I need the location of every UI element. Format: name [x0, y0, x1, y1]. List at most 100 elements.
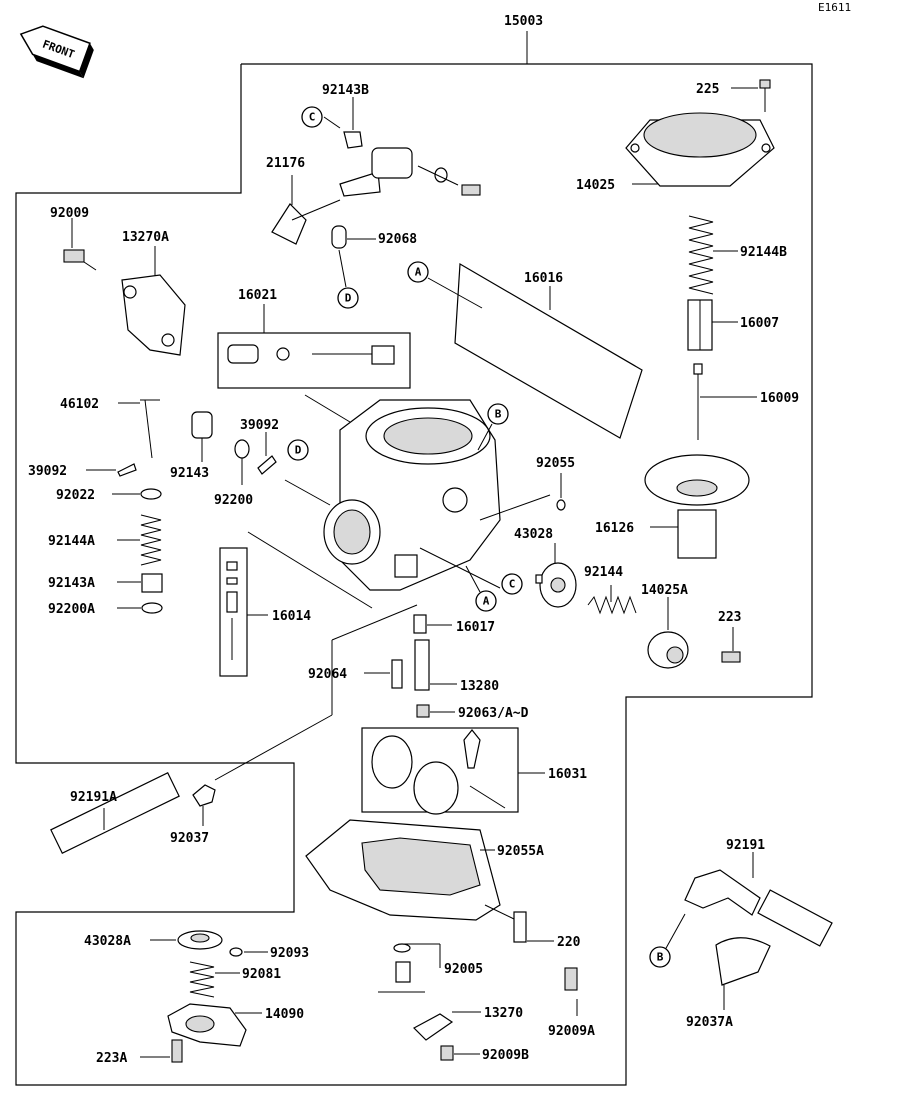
callout-c-body: C	[501, 573, 523, 595]
spring-92144A	[117, 514, 162, 566]
hose-92191	[684, 852, 833, 947]
part-label-16009: 16009	[760, 391, 799, 406]
bracket-13270A	[121, 246, 186, 356]
front-arrow-icon: FRONT	[19, 25, 94, 79]
part-label-92191A: 92191A	[70, 790, 117, 805]
kit-box-16014	[219, 547, 248, 677]
part-label-92009B: 92009B	[482, 1048, 529, 1063]
washer-92200A	[117, 602, 163, 614]
leader-kit-connector	[331, 604, 418, 641]
part-label-39092-right: 39092	[240, 418, 279, 433]
part-label-13270A: 13270A	[122, 230, 169, 245]
jet-needle-16009	[693, 363, 757, 440]
part-label-39092-left: 39092	[28, 464, 67, 479]
callout-d-body: D	[287, 439, 309, 461]
part-label-14090: 14090	[265, 1007, 304, 1022]
part-label-16014: 16014	[272, 609, 311, 624]
svg-text:B: B	[657, 951, 664, 964]
plunger-21176	[271, 175, 341, 245]
screw-92009	[63, 218, 97, 271]
part-label-16021: 16021	[238, 288, 277, 303]
part-label-92009: 92009	[50, 206, 89, 221]
diagram-code: E1611	[818, 1, 851, 14]
part-label-92144: 92144	[584, 565, 623, 580]
svg-text:D: D	[295, 444, 302, 457]
svg-text:C: C	[509, 578, 516, 591]
part-label-92009A: 92009A	[548, 1024, 595, 1039]
rod-46102	[118, 399, 160, 459]
carburetor-body	[247, 394, 551, 609]
part-label-16017: 16017	[456, 620, 495, 635]
svg-text:A: A	[483, 595, 490, 608]
holder-92143A	[117, 573, 163, 593]
washer-92022	[112, 488, 162, 500]
washer-92200	[234, 439, 250, 485]
part-label-92143A: 92143A	[48, 576, 95, 591]
part-label-92055A: 92055A	[497, 844, 544, 859]
clip-92037	[192, 784, 216, 826]
kit-box-16016	[454, 262, 643, 439]
part-label-92055: 92055	[536, 456, 575, 471]
part-label-16007: 16007	[740, 316, 779, 331]
part-label-223: 223	[718, 610, 741, 625]
pilot-screw-kit-16021-parts	[227, 344, 395, 365]
leader-B-hose	[664, 913, 686, 951]
leader-92037-up	[214, 714, 333, 781]
part-label-92093: 92093	[270, 946, 309, 961]
part-label-16031: 16031	[548, 767, 587, 782]
screw-92009A	[564, 967, 578, 1016]
part-label-13270: 13270	[484, 1006, 523, 1021]
part-label-92022: 92022	[56, 488, 95, 503]
part-label-43028A: 43028A	[84, 934, 131, 949]
jet-13280	[414, 639, 457, 691]
part-label-46102: 46102	[60, 397, 99, 412]
cover-14025A	[647, 597, 689, 669]
spring-92144	[587, 585, 637, 615]
part-label-92068: 92068	[378, 232, 417, 247]
part-label-92064: 92064	[308, 667, 347, 682]
cover-14090	[167, 1003, 262, 1047]
float-kit-16031-parts	[371, 729, 545, 815]
screw-225	[731, 79, 771, 112]
jet-92064	[364, 659, 403, 689]
screw-223A	[140, 1039, 183, 1063]
callout-c-top: C	[301, 106, 323, 128]
part-label-92200: 92200	[214, 493, 253, 508]
diaphragm-43028	[535, 543, 577, 608]
kit-box-16021	[217, 332, 411, 389]
screw-92009B	[440, 1045, 480, 1061]
part-label-92005: 92005	[444, 962, 483, 977]
part-label-225: 225	[696, 82, 719, 97]
part-label-13280: 13280	[460, 679, 499, 694]
part-label-92143B: 92143B	[322, 83, 369, 98]
svg-text:B: B	[495, 408, 502, 421]
part-label-16126: 16126	[595, 521, 634, 536]
part-label-15003: 15003	[504, 14, 543, 29]
part-label-220: 220	[557, 935, 581, 950]
part-label-223A: 223A	[96, 1051, 127, 1066]
choke-lever-assy	[339, 147, 481, 197]
part-label-92144A: 92144A	[48, 534, 95, 549]
screw-220	[513, 911, 554, 943]
part-label-92037: 92037	[170, 831, 209, 846]
part-label-21176: 21176	[266, 156, 305, 171]
part-label-43028: 43028	[514, 527, 553, 542]
part-label-92144B: 92144B	[740, 245, 787, 260]
o-ring-92093	[229, 947, 268, 957]
part-label-92063: 92063/A~D	[458, 706, 529, 721]
jet-16017	[413, 614, 452, 634]
cable-holder-92143B	[323, 97, 363, 149]
part-label-92081: 92081	[242, 967, 281, 982]
holder-92143	[191, 411, 213, 462]
top-cover-14025	[625, 112, 775, 187]
hose-92191A	[50, 772, 180, 854]
svg-text:D: D	[345, 292, 352, 305]
screw-223	[721, 627, 741, 663]
spring-92081	[189, 961, 240, 998]
jet-92063	[416, 704, 455, 718]
diaphragm-43028A	[150, 930, 223, 950]
vacuum-piston-16126	[644, 454, 750, 559]
part-label-92191: 92191	[726, 838, 765, 853]
tee-fitting-92005	[378, 943, 441, 993]
